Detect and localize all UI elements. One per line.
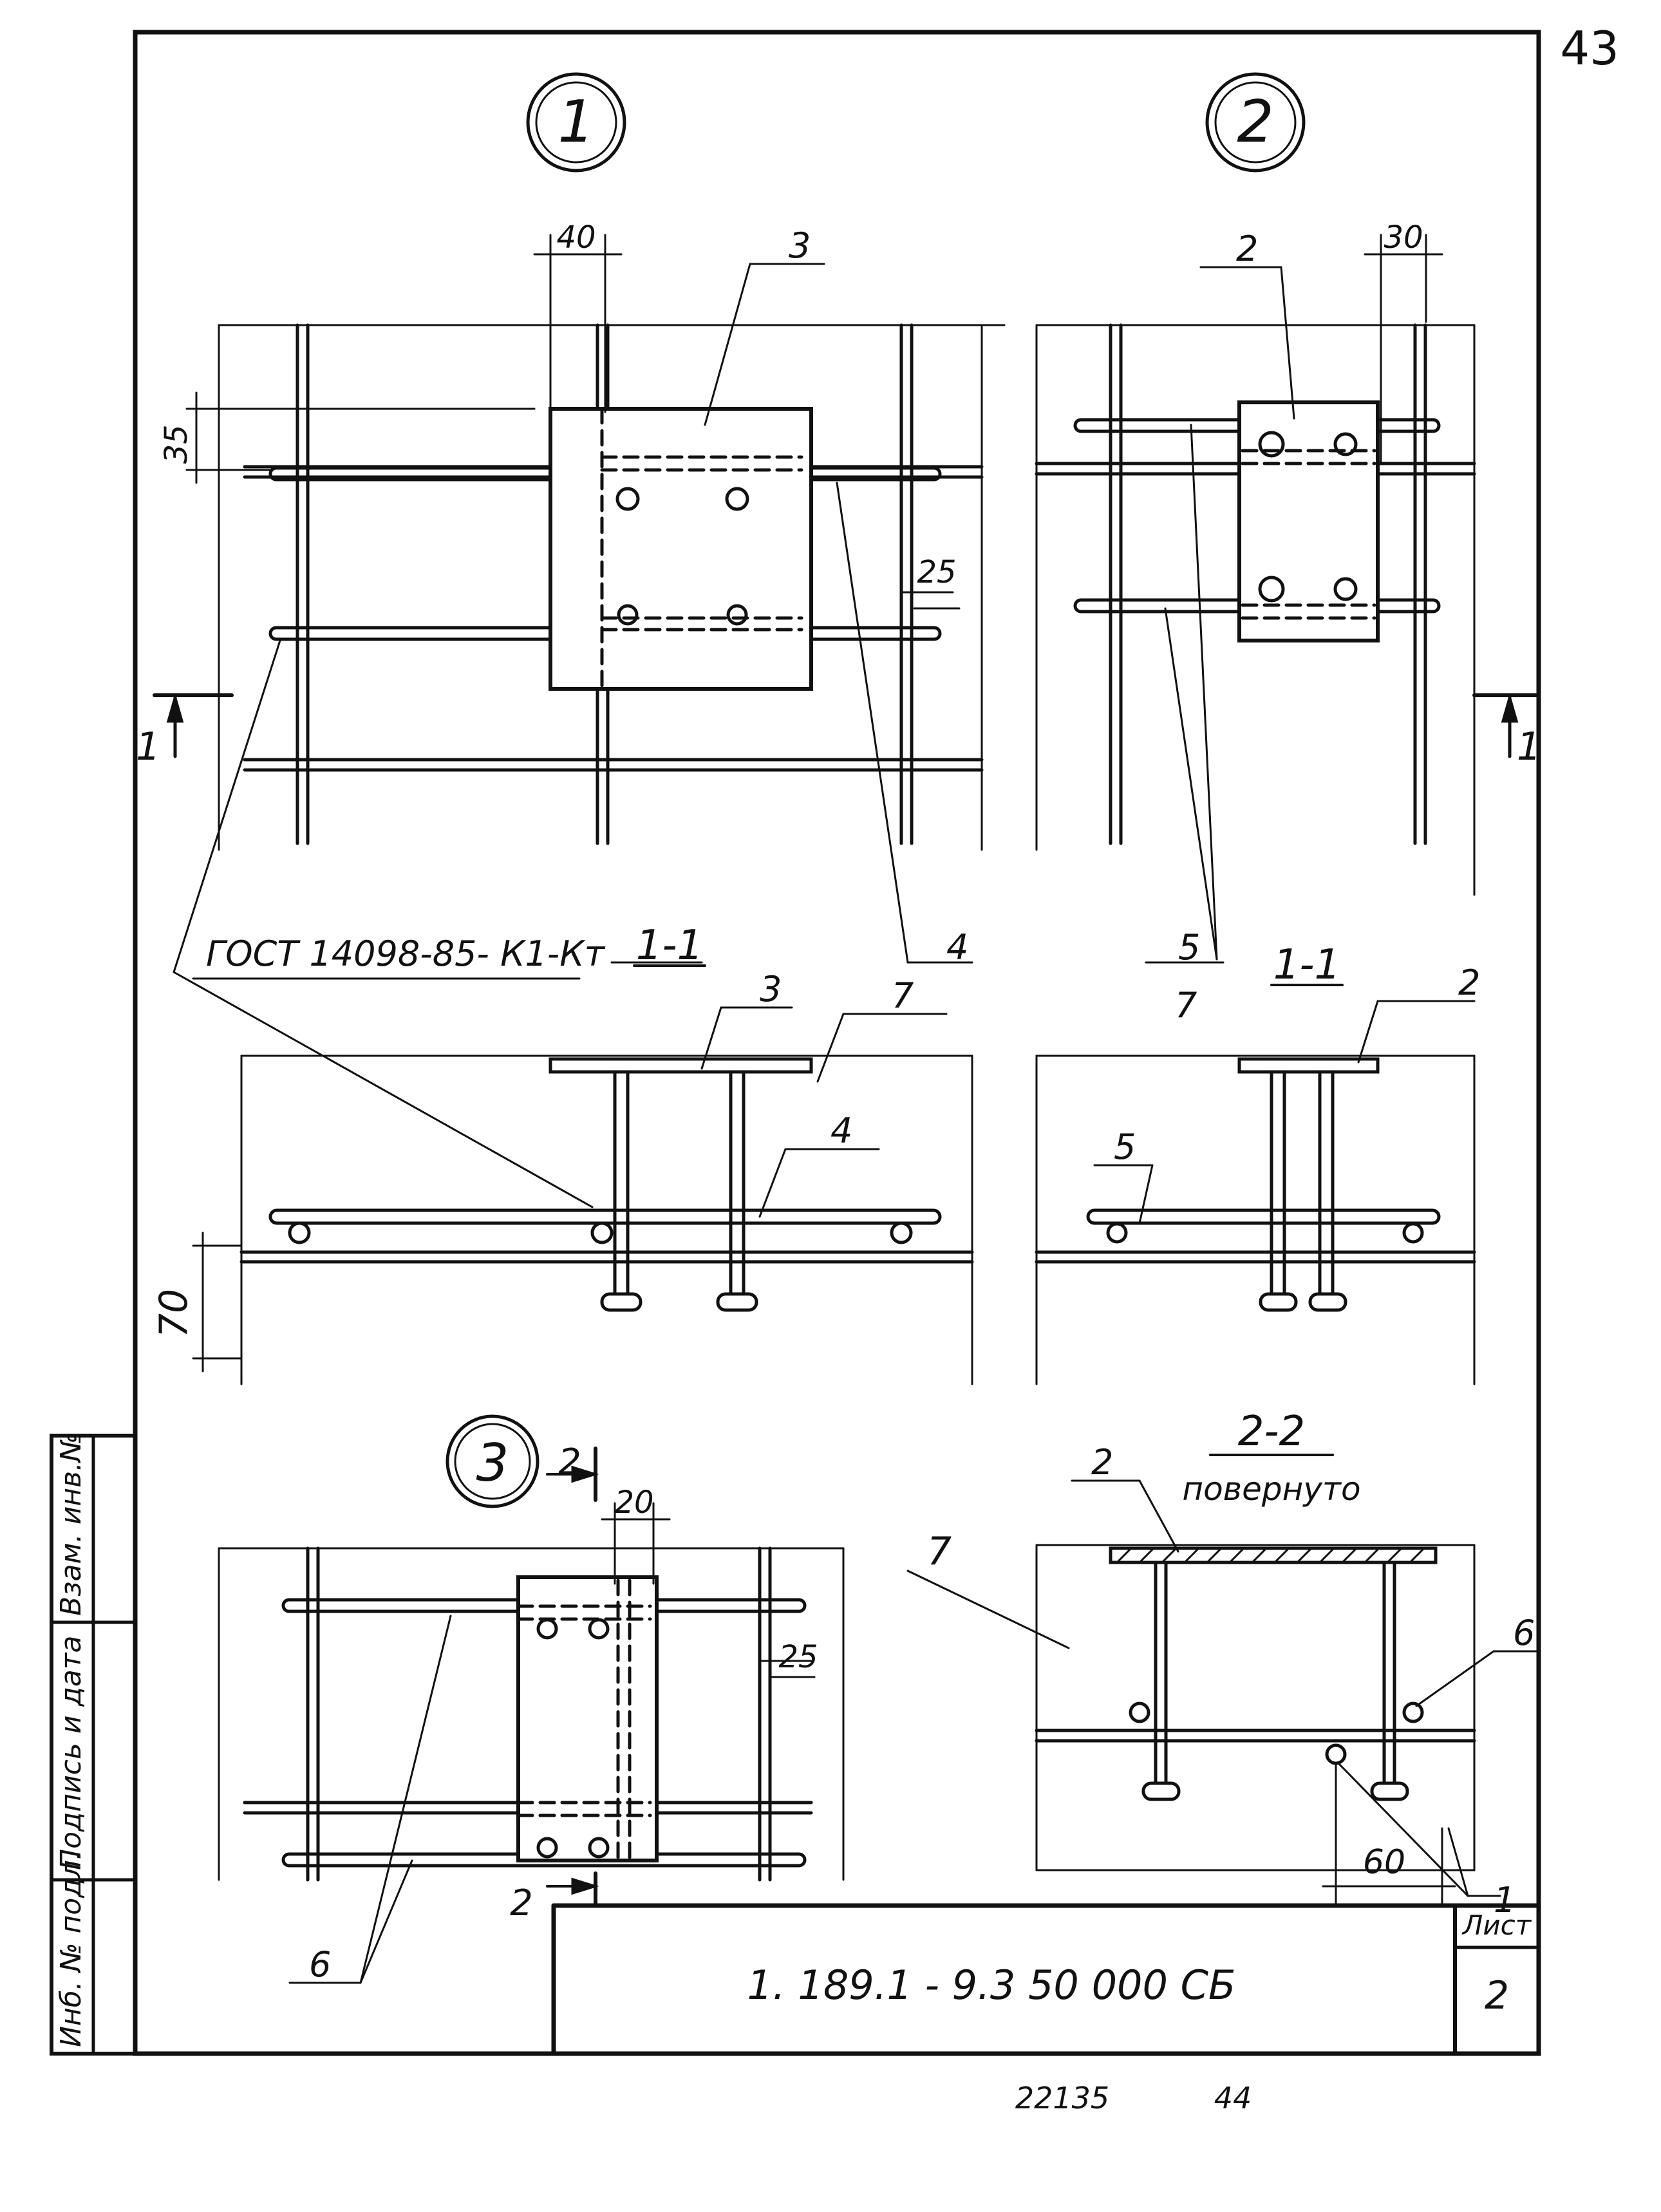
section-1-1-left <box>192 1006 974 1385</box>
bottom-note-2: 44 <box>1214 2081 1252 2115</box>
callout-7-view-3: 7 <box>927 1529 952 1574</box>
side-stamp-frame <box>50 1434 137 2056</box>
section-2-2 <box>906 1454 1540 1907</box>
title-underlines <box>633 964 1344 986</box>
view-3-circle-label: 3 <box>476 1433 509 1493</box>
dim-25-top: 25 <box>917 554 956 590</box>
dim-25-bottom: 25 <box>778 1639 818 1675</box>
stamp-inv-podl: Инб. № подл. <box>55 1851 88 2047</box>
section-mark-2-top: 2 <box>558 1441 581 1483</box>
section-subtitle-rotated: повернуто <box>1182 1470 1360 1508</box>
view-2-plan <box>1035 234 1541 964</box>
view-circles <box>446 72 1306 1508</box>
sheet-frame <box>133 30 1541 2056</box>
callout-6-section-2: 6 <box>1513 1613 1535 1653</box>
callout-4-section: 4 <box>830 1111 852 1151</box>
section-mark-1-left: 1 <box>136 724 160 769</box>
dim-30: 30 <box>1384 220 1423 256</box>
callout-7-section-left: 7 <box>892 975 914 1016</box>
section-title-1-1-right: 1-1 <box>1273 941 1341 989</box>
section-title-2-2: 2-2 <box>1238 1408 1306 1456</box>
dim-70: 70 <box>151 1289 196 1338</box>
drawing-code: 1. 189.1 - 9.3 50 000 СБ <box>747 1962 1236 2009</box>
callout-7-section-right: 7 <box>1175 985 1197 1026</box>
callout-5-top: 5 <box>1178 927 1200 968</box>
callout-4-top: 4 <box>946 927 968 968</box>
sheet-label: Лист <box>1461 1909 1532 1941</box>
page-number: 43 <box>1560 21 1619 75</box>
stamp-vzam-inv: Взам. инв.№ <box>55 1432 88 1616</box>
callout-2-section: 2 <box>1458 962 1480 1003</box>
section-mark-2-bottom: 2 <box>510 1882 533 1924</box>
section-title-1-1-left: 1-1 <box>636 922 704 970</box>
callout-5-section: 5 <box>1114 1127 1136 1167</box>
dim-60: 60 <box>1363 1843 1405 1882</box>
stamp-podpis-data: Подпись и дата <box>55 1636 88 1870</box>
callout-1-section-2: 1 <box>1494 1880 1516 1920</box>
section-mark-1-right: 1 <box>1517 724 1541 769</box>
bottom-note-1: 22135 <box>1015 2081 1109 2115</box>
dim-40: 40 <box>556 220 596 256</box>
sheet-number: 2 <box>1485 1973 1509 2018</box>
view-2-circle-label: 2 <box>1237 88 1273 156</box>
callout-3-section: 3 <box>760 969 782 1009</box>
gost-reference: ГОСТ 14098-85- К1-Кт <box>206 933 606 974</box>
callout-3-top: 3 <box>789 225 811 266</box>
callout-2-top: 2 <box>1236 229 1258 269</box>
view-3-plan <box>218 1447 845 1984</box>
section-1-1-right <box>1035 1000 1476 1385</box>
callout-6-view-3: 6 <box>309 1944 331 1985</box>
view-1-plan <box>153 234 1006 1208</box>
dim-20: 20 <box>614 1485 653 1521</box>
dim-35: 35 <box>158 424 194 464</box>
callout-2-section-2: 2 <box>1091 1442 1113 1483</box>
view-1-circle-label: 1 <box>558 88 594 156</box>
